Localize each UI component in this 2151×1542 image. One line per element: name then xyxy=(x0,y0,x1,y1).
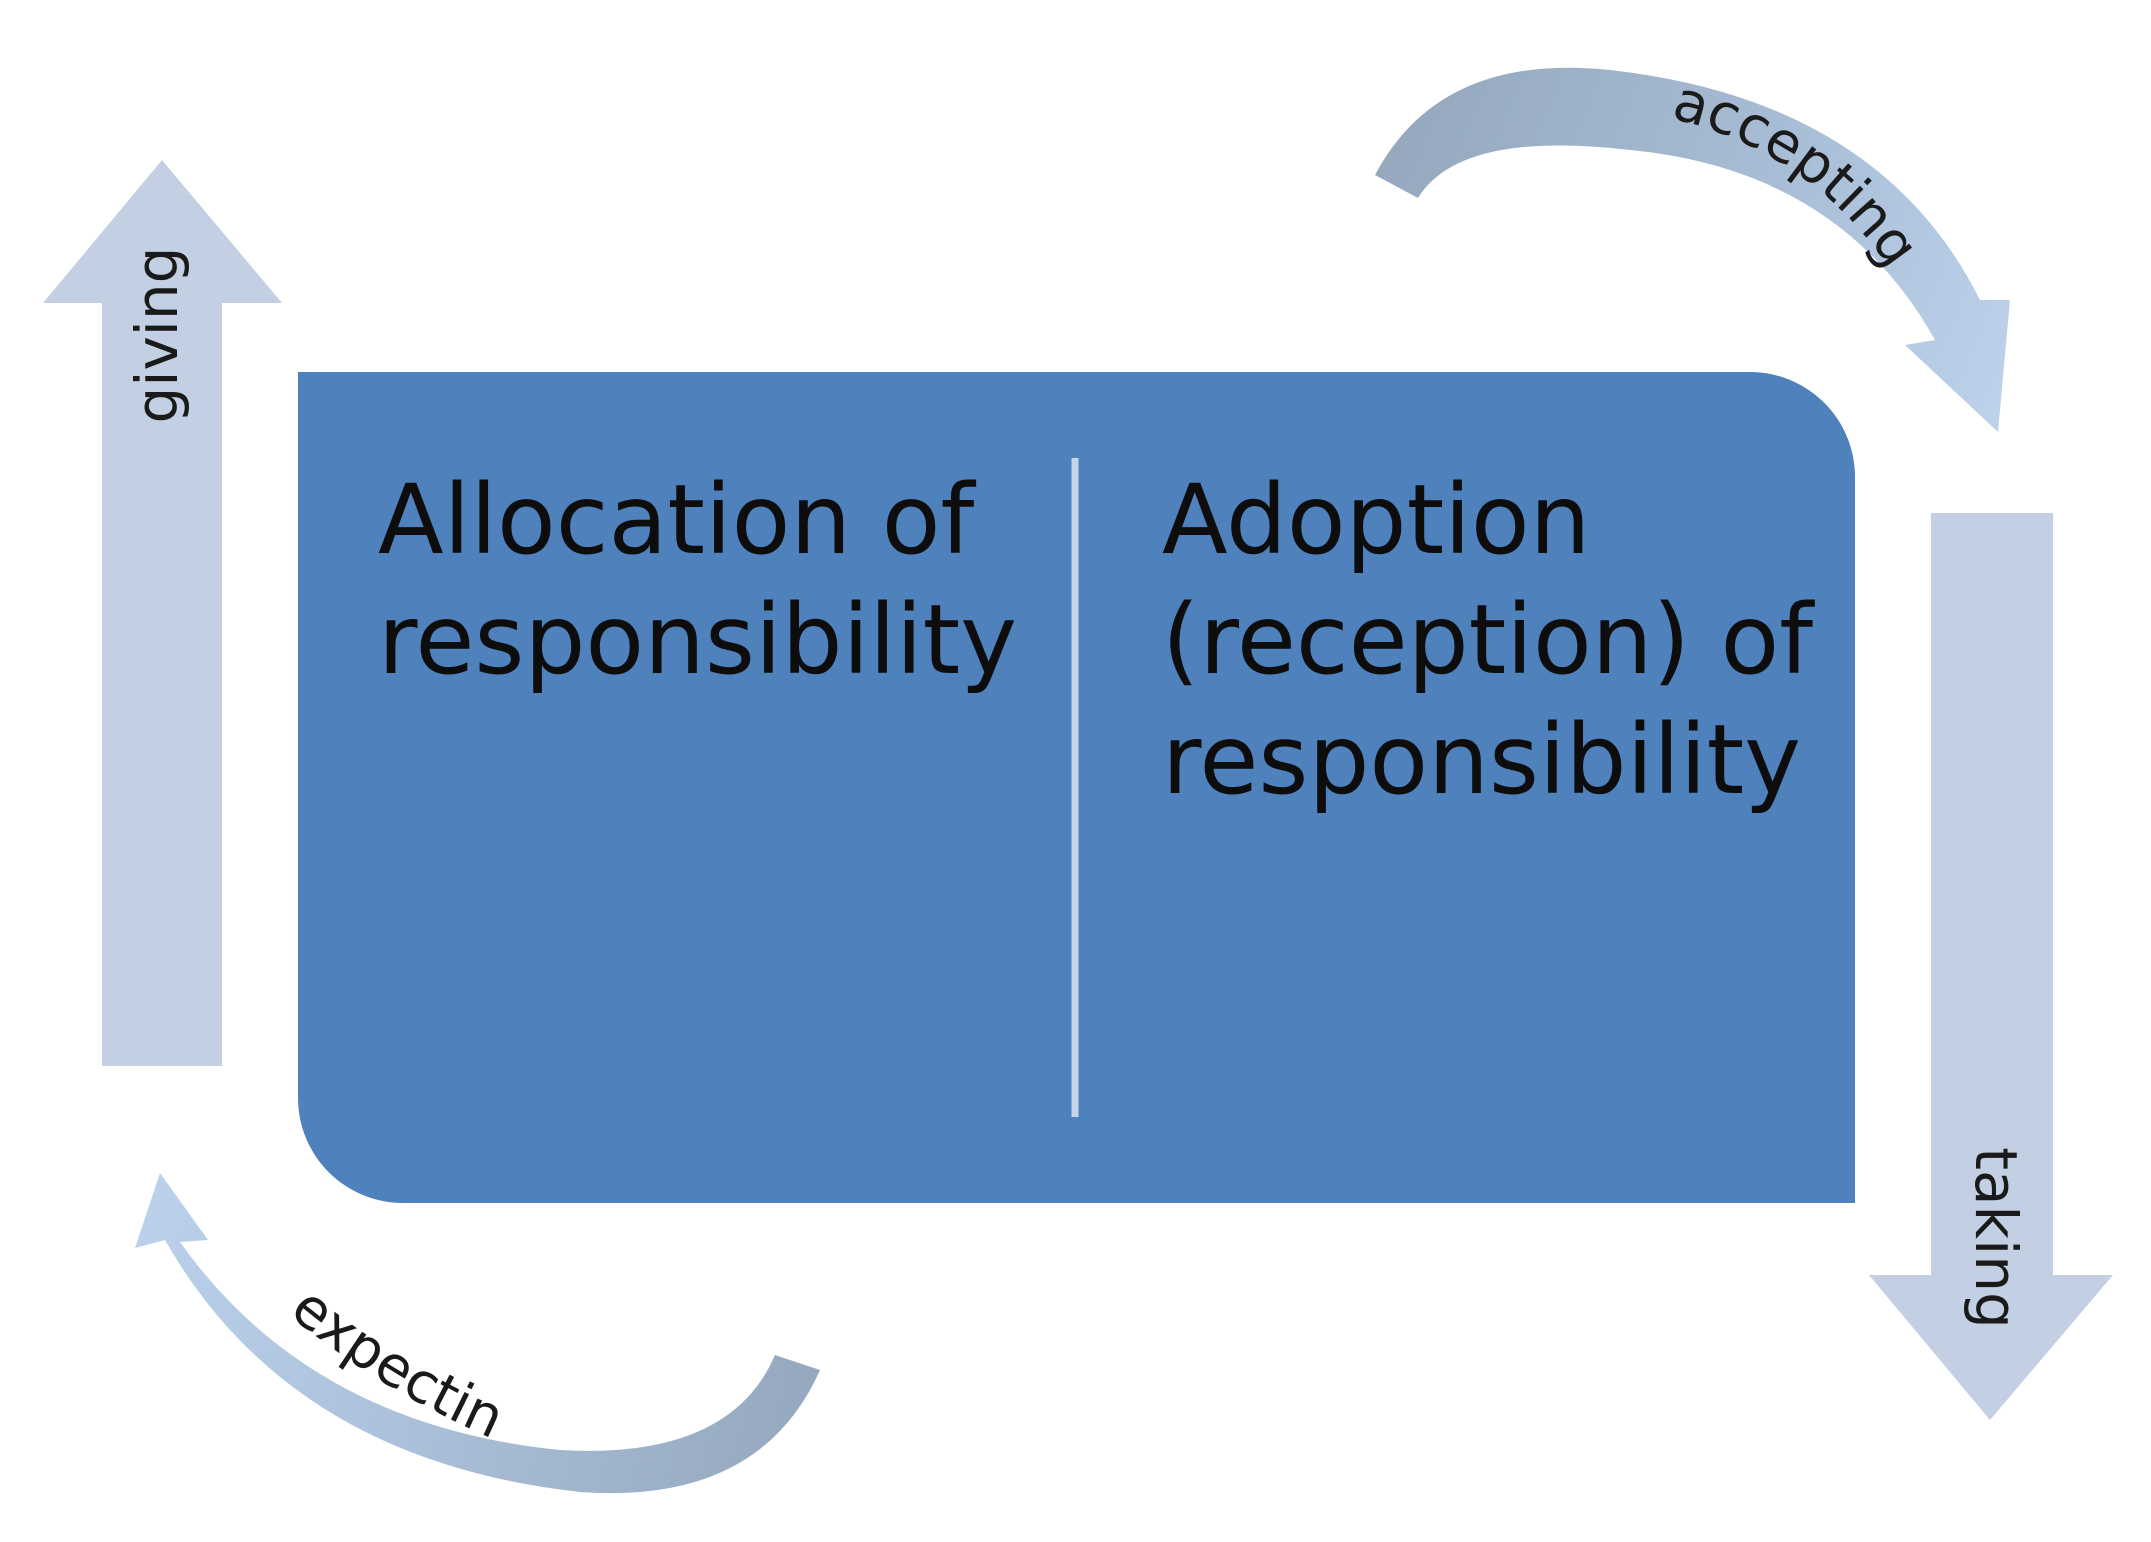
adoption-line-3: responsibility xyxy=(1162,704,1801,816)
adoption-line-2: (reception) of xyxy=(1162,584,1815,696)
adoption-panel-text: Adoption (reception) of responsibility xyxy=(1162,464,1844,816)
accepting-curve-label: accepting xyxy=(1667,68,1932,278)
adoption-line-1: Adoption xyxy=(1162,464,1590,576)
accepting-curve-shape xyxy=(1375,67,2010,433)
up-arrow-shape xyxy=(43,160,282,1066)
responsibility-box: Allocation of responsibility Adoption (r… xyxy=(298,372,1855,1203)
up-arrow: giving xyxy=(43,160,282,1066)
down-arrow-label: taking xyxy=(1962,1147,2030,1329)
up-arrow-label: giving xyxy=(123,247,191,424)
down-arrow-shape xyxy=(1869,513,2113,1420)
allocation-line-1: Allocation of xyxy=(378,464,977,576)
down-arrow: taking xyxy=(1869,513,2113,1420)
allocation-line-2: responsibility xyxy=(378,584,1017,696)
allocation-panel-text: Allocation of responsibility xyxy=(378,464,1017,696)
